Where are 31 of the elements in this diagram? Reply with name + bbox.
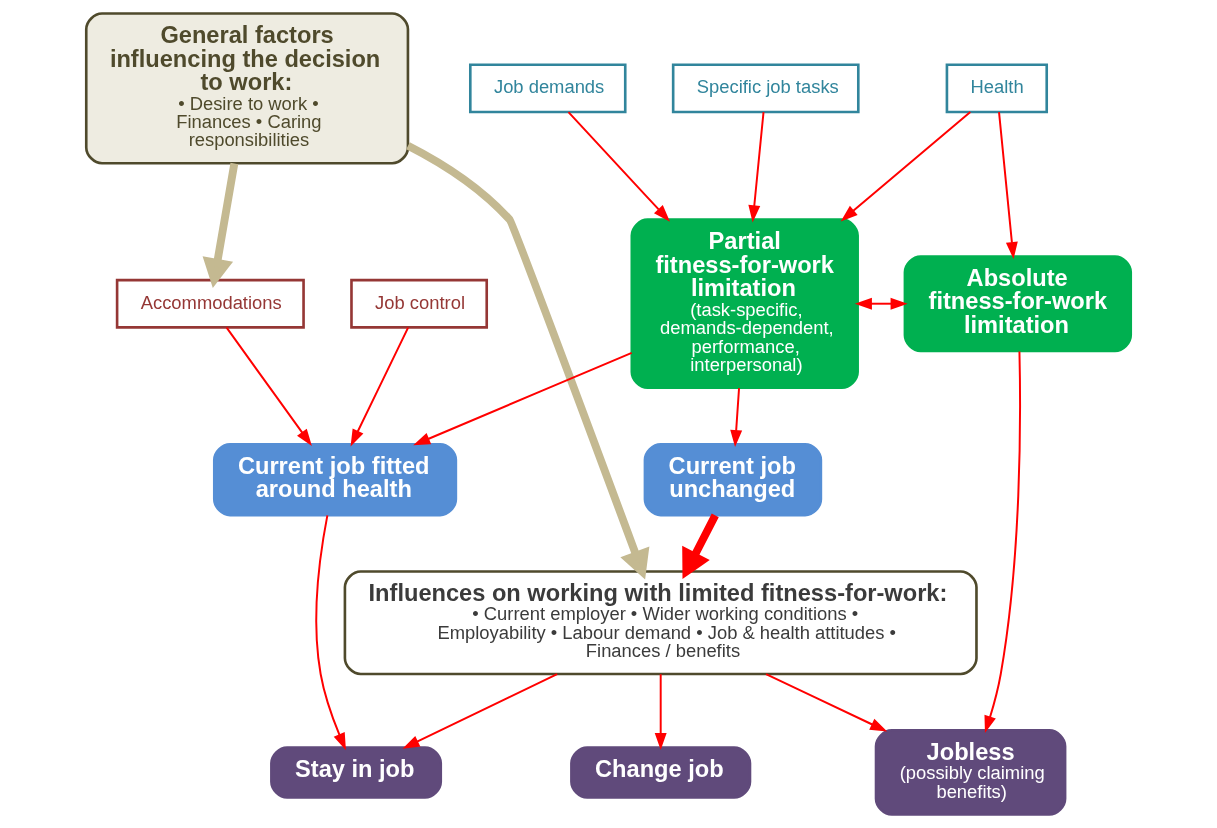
arrow xyxy=(730,387,743,448)
node-box: Accommodations xyxy=(115,278,305,329)
arrow xyxy=(225,326,312,447)
node-box: Influences on working with limited fitness-for-work: • Current employer • Wider working conditions • Employability • Labour demand • Job & health attitudes • Finances / benefits xyxy=(343,570,978,676)
node-box: Current job unchanged xyxy=(643,442,823,517)
arrow xyxy=(765,673,888,732)
node-box: Partial fitness-for-work limitation (task-specific, demands-dependent, performance, interpersonal) xyxy=(630,218,859,390)
arrow xyxy=(748,111,765,223)
node-box: Specific job tasks xyxy=(671,63,860,114)
arrow xyxy=(654,673,667,751)
arrow xyxy=(567,111,670,222)
arrow xyxy=(202,162,239,289)
arrow xyxy=(350,326,410,447)
node-box: Absolute fitness-for-work limitation xyxy=(903,255,1133,353)
arrow xyxy=(406,142,650,580)
arrow xyxy=(682,513,719,580)
node-box: Change job xyxy=(570,746,752,799)
arrow xyxy=(315,514,346,751)
arrow xyxy=(854,297,908,310)
arrow xyxy=(984,350,1022,733)
arrow xyxy=(413,351,633,446)
node-box: Health xyxy=(945,63,1049,114)
node-box: General factors influencing the decision to work: • Desire to work • Finances • Caring responsibilities xyxy=(84,12,410,165)
node-box: Stay in job xyxy=(270,746,443,799)
arrow xyxy=(402,673,559,749)
node-box: Jobless (possibly claiming benefits) xyxy=(874,729,1067,816)
arrow xyxy=(998,111,1018,260)
arrow xyxy=(840,111,972,222)
node-box: Job control xyxy=(350,278,489,329)
node-box: Job demands xyxy=(469,63,627,114)
node-box: Current job fitted around health xyxy=(212,442,458,517)
